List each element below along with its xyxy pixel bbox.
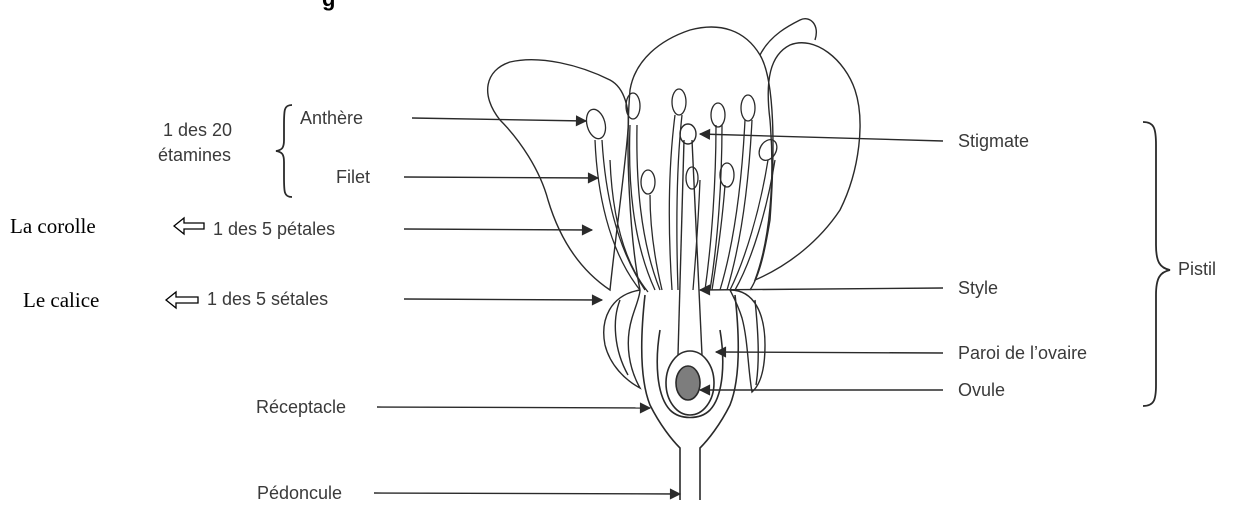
label-ovule: Ovule bbox=[958, 380, 1005, 400]
stigmate-pointer bbox=[700, 134, 943, 141]
stamens-brace bbox=[276, 105, 292, 197]
stamens-count-line1: 1 des 20 bbox=[163, 120, 232, 140]
right-sepal bbox=[730, 290, 765, 392]
receptacle-body bbox=[642, 295, 739, 500]
label-stigmate: Stigmate bbox=[958, 131, 1029, 151]
petale-pointer bbox=[404, 229, 592, 230]
pistil-brace bbox=[1143, 122, 1170, 406]
petals bbox=[488, 19, 860, 290]
left-sepal-inner bbox=[615, 300, 628, 375]
right-petal bbox=[755, 43, 860, 280]
stigma bbox=[680, 124, 696, 144]
label-receptacle: Réceptacle bbox=[256, 397, 346, 417]
right-sepal-inner bbox=[755, 300, 758, 385]
sepale-pointer bbox=[404, 299, 602, 300]
label-pedoncule: Pédoncule bbox=[257, 483, 342, 503]
left-sepal bbox=[604, 290, 640, 388]
label-paroi: Paroi de l’ovaire bbox=[958, 343, 1087, 363]
pointer-lines bbox=[374, 118, 943, 494]
label-sepale: 1 des 5 sétales bbox=[207, 289, 328, 309]
style bbox=[678, 124, 702, 355]
corolle-arrow bbox=[174, 218, 204, 234]
calice-arrow bbox=[166, 292, 198, 308]
receptacle-pointer bbox=[377, 407, 650, 408]
label-anthere: Anthère bbox=[300, 108, 363, 128]
label-corolle: La corolle bbox=[10, 214, 96, 238]
label-petale: 1 des 5 pétales bbox=[213, 219, 335, 239]
stamens-count-line2: étamines bbox=[158, 145, 231, 165]
group-arrows bbox=[166, 218, 204, 308]
filet-pointer bbox=[404, 177, 598, 178]
label-filet: Filet bbox=[336, 167, 370, 187]
paroi-pointer bbox=[716, 352, 943, 353]
middle-petal bbox=[628, 27, 773, 290]
pedoncule-pointer bbox=[374, 493, 680, 494]
petal-curl bbox=[760, 19, 816, 55]
ovule bbox=[676, 366, 700, 400]
left-petal bbox=[488, 60, 629, 290]
label-style: Style bbox=[958, 278, 998, 298]
label-calice: Le calice bbox=[23, 288, 99, 312]
label-pistil: Pistil bbox=[1178, 259, 1216, 279]
